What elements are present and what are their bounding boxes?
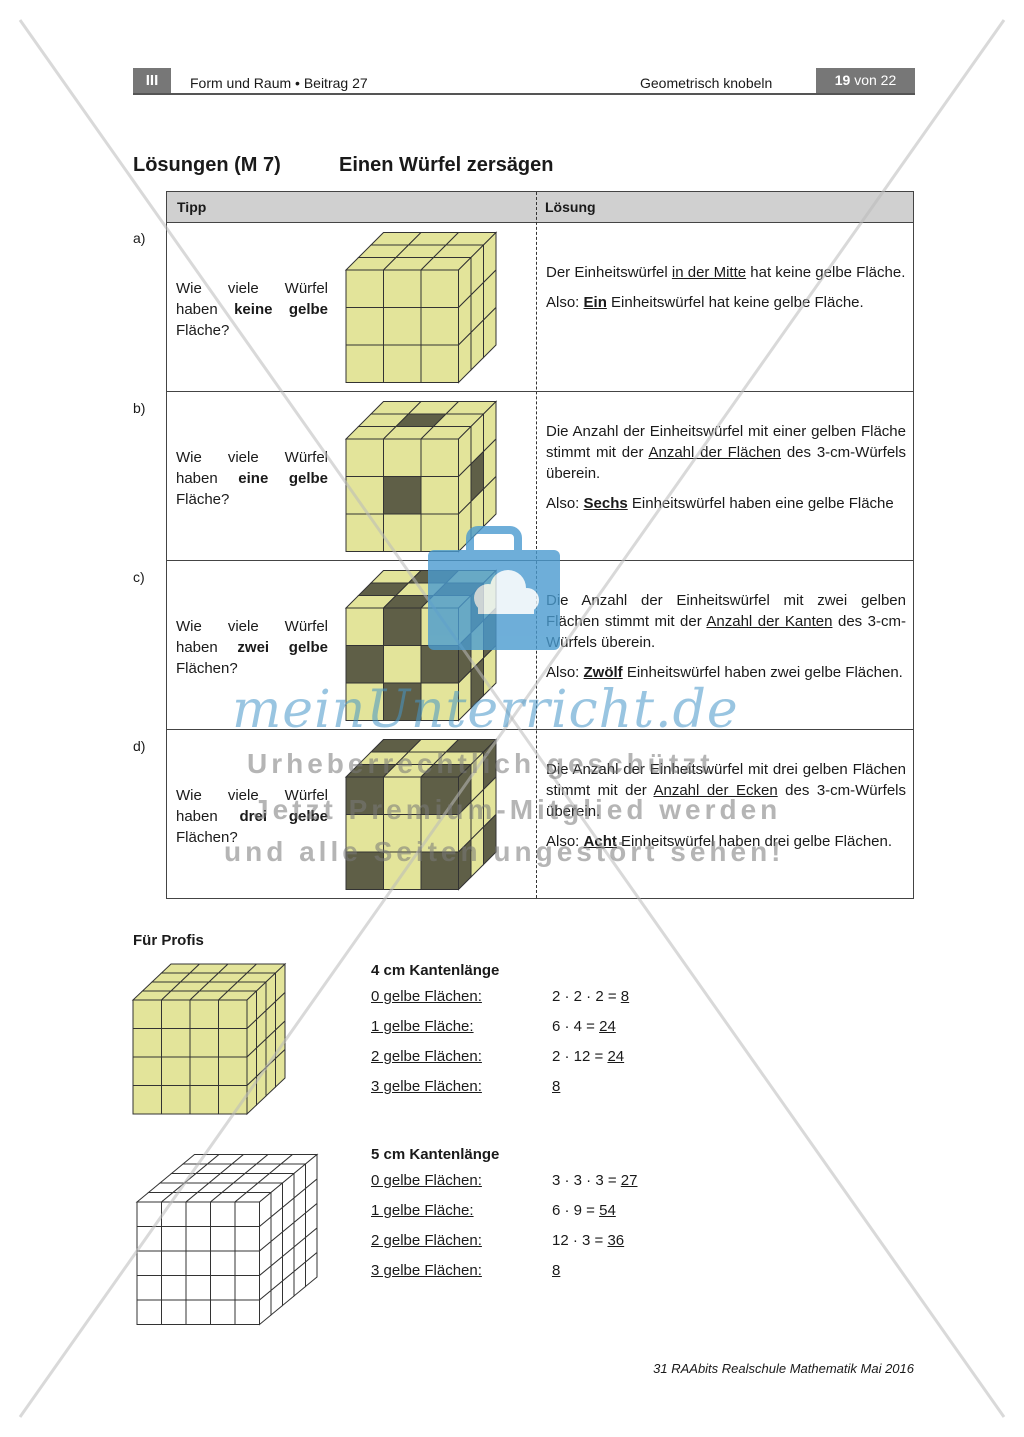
result-line: 0 gelbe Flächen:3 · 3 · 3 = 27 bbox=[371, 1172, 638, 1189]
cube-front-cell bbox=[420, 645, 459, 684]
result-line: 2 gelbe Flächen:2 · 12 = 24 bbox=[371, 1048, 625, 1065]
cube-front-cell bbox=[136, 1250, 162, 1276]
cube-front-cell bbox=[132, 1056, 162, 1086]
cube-front-cell bbox=[185, 1275, 211, 1301]
cube-front-cell bbox=[345, 645, 384, 684]
footer-source: 31 RAAbits Realschule Mathematik Mai 201… bbox=[653, 1361, 914, 1376]
cube-front-cell bbox=[161, 1028, 191, 1058]
profis-4cm: 4 cm Kantenlänge 0 gelbe Flächen:2 · 2 ·… bbox=[371, 962, 691, 1102]
cube-front-cell bbox=[185, 1226, 211, 1252]
cube-front-cell bbox=[136, 1275, 162, 1301]
cube-front-cell bbox=[345, 344, 384, 383]
cube-front-cell bbox=[210, 1275, 236, 1301]
cube-front-cell bbox=[161, 1201, 187, 1227]
cube-front-cell bbox=[234, 1299, 260, 1325]
cube-4cm-edge bbox=[131, 962, 287, 1116]
result-line: 0 gelbe Flächen:2 · 2 · 2 = 8 bbox=[371, 988, 630, 1005]
cube-front-cell bbox=[420, 607, 459, 646]
cube-front-cell bbox=[383, 438, 422, 477]
cube-front-cell bbox=[161, 1250, 187, 1276]
cube-front-cell bbox=[132, 1028, 162, 1058]
cube-front-cell bbox=[210, 1250, 236, 1276]
result-line: 3 gelbe Flächen:8 bbox=[371, 1078, 561, 1095]
cube-front-cell bbox=[420, 513, 459, 552]
cube-front-cell bbox=[234, 1275, 260, 1301]
cube-front-cell bbox=[210, 1226, 236, 1252]
cube-front-cell bbox=[420, 307, 459, 346]
cube-front-cell bbox=[161, 1056, 191, 1086]
profis-5cm: 5 cm Kantenlänge 0 gelbe Flächen:3 · 3 ·… bbox=[371, 1146, 691, 1286]
cube-front-cell bbox=[383, 607, 422, 646]
cube-front-cell bbox=[210, 1201, 236, 1227]
cube-front-cell bbox=[383, 645, 422, 684]
cube-front-cell bbox=[210, 1299, 236, 1325]
cube-front-cell bbox=[161, 1085, 191, 1115]
watermark-logo: meinUnterricht.de bbox=[232, 680, 739, 740]
cube-front-cell bbox=[189, 1085, 219, 1115]
section-heading: 5 cm Kantenlänge bbox=[371, 1146, 500, 1163]
cube-front-cell bbox=[234, 1201, 260, 1227]
cube-front-cell bbox=[420, 269, 459, 308]
cube-front-cell bbox=[218, 999, 248, 1029]
result-line: 3 gelbe Flächen:8 bbox=[371, 1262, 561, 1279]
cube-front-cell bbox=[161, 1275, 187, 1301]
cube-front-cell bbox=[218, 1028, 248, 1058]
cube-front-cell bbox=[383, 513, 422, 552]
watermark-line: und alle Seiten ungestört sehen! bbox=[224, 836, 785, 867]
cube-front-cell bbox=[161, 999, 191, 1029]
cube-front-cell bbox=[420, 344, 459, 383]
result-line: 1 gelbe Fläche:6 · 9 = 54 bbox=[371, 1202, 616, 1219]
result-line: 2 gelbe Flächen:12 · 3 = 36 bbox=[371, 1232, 625, 1249]
cube-front-cell bbox=[185, 1201, 211, 1227]
cube-front-cell bbox=[345, 476, 384, 515]
cube-front-cell bbox=[383, 476, 422, 515]
cube-front-cell bbox=[161, 1226, 187, 1252]
cube-front-cell bbox=[345, 307, 384, 346]
cube-5cm-edge bbox=[135, 1153, 319, 1326]
cube-front-cell bbox=[383, 344, 422, 383]
cube-front-cell bbox=[345, 438, 384, 477]
cube-front-cell bbox=[218, 1085, 248, 1115]
cube-front-cell bbox=[234, 1250, 260, 1276]
cube-front-cell bbox=[218, 1056, 248, 1086]
cube-front-cell bbox=[420, 476, 459, 515]
cube-front-cell bbox=[345, 607, 384, 646]
cube-front-cell bbox=[383, 307, 422, 346]
cube-front-cell bbox=[136, 1226, 162, 1252]
cube-front-cell bbox=[189, 1028, 219, 1058]
cube-front-cell bbox=[132, 1085, 162, 1115]
cube-front-cell bbox=[136, 1299, 162, 1325]
cube-front-cell bbox=[189, 999, 219, 1029]
cube-front-cell bbox=[132, 999, 162, 1029]
cube-front-cell bbox=[345, 513, 384, 552]
result-line: 1 gelbe Fläche:6 · 4 = 24 bbox=[371, 1018, 616, 1035]
cube-front-cell bbox=[234, 1226, 260, 1252]
cube-front-cell bbox=[185, 1250, 211, 1276]
cube-front-cell bbox=[161, 1299, 187, 1325]
cube-front-cell bbox=[185, 1299, 211, 1325]
watermark-line: Urheberrechtlich geschützt bbox=[247, 748, 714, 779]
cube-front-cell bbox=[420, 438, 459, 477]
section-heading: 4 cm Kantenlänge bbox=[371, 962, 500, 979]
cube-front-cell bbox=[189, 1056, 219, 1086]
watermark-line: Jetzt Premium-Mitglied werden bbox=[253, 794, 782, 825]
cube-front-cell bbox=[383, 269, 422, 308]
cube-front-cell bbox=[136, 1201, 162, 1227]
cube-b-one-yellow-face bbox=[344, 400, 498, 553]
profis-heading: Für Profis bbox=[133, 932, 204, 949]
cube-front-cell bbox=[345, 269, 384, 308]
cube-a-no-yellow-face bbox=[344, 231, 498, 384]
